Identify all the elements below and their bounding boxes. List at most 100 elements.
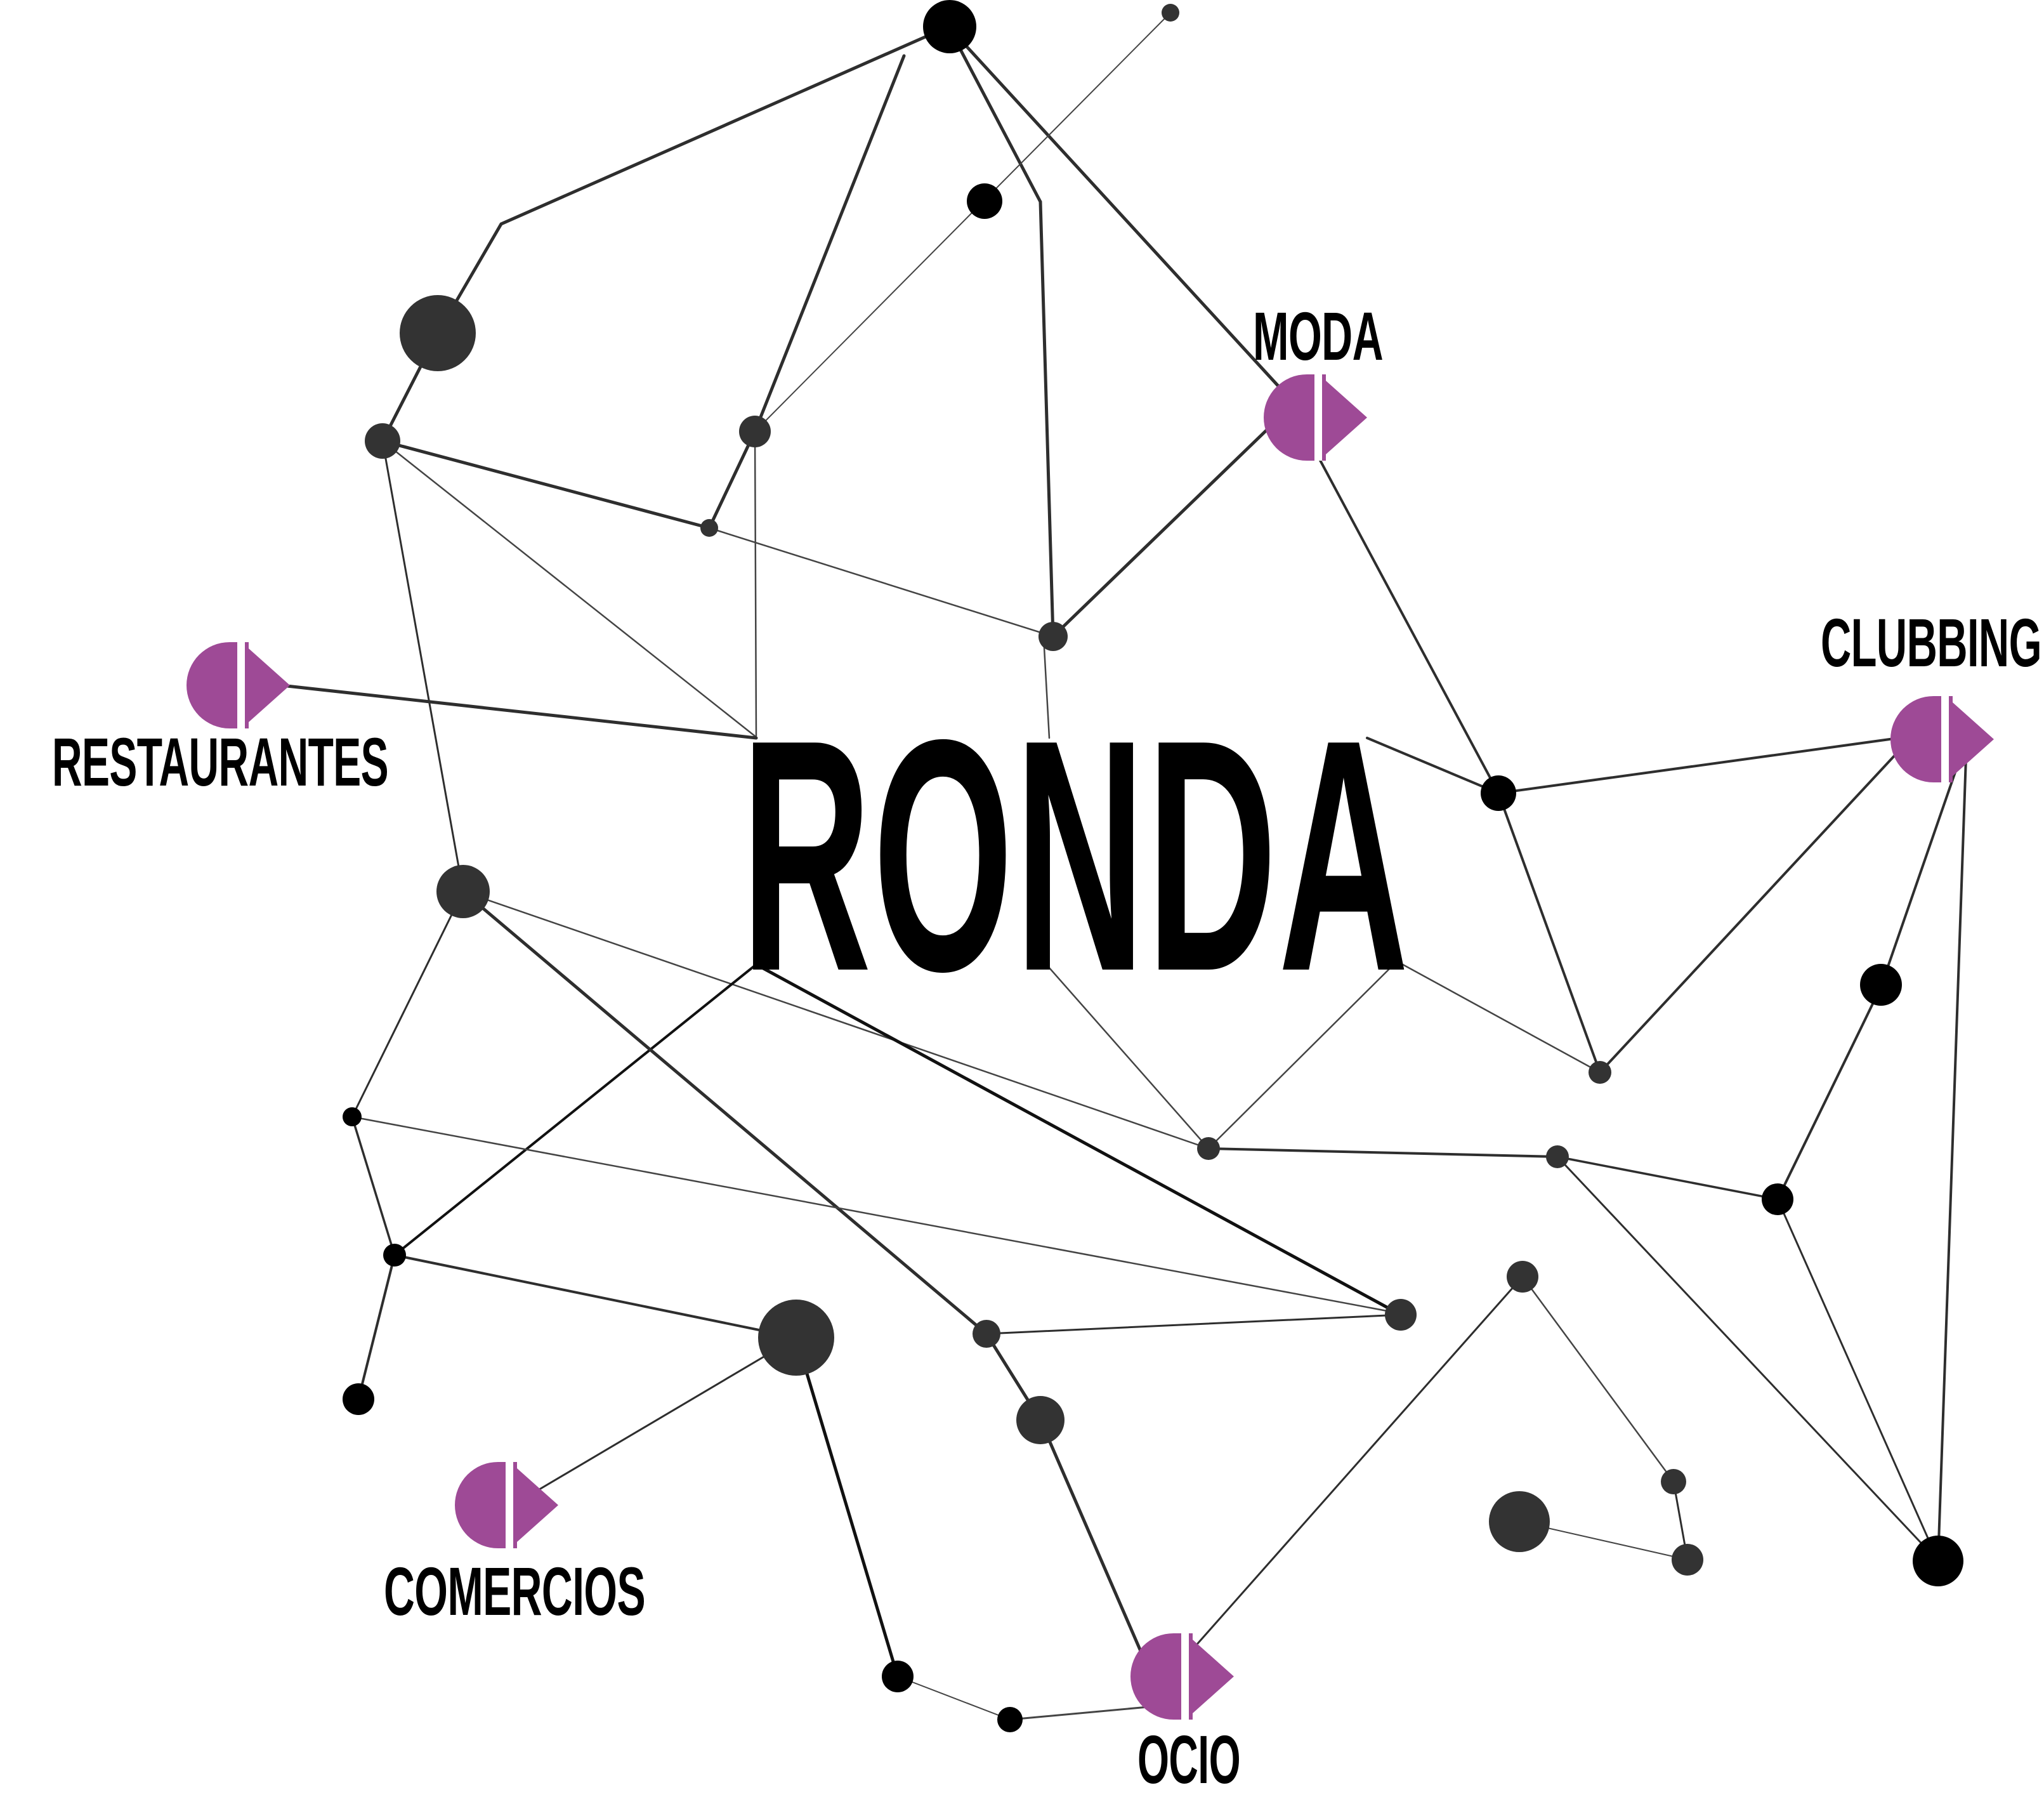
edge [1396,960,1601,1074]
circle-node-icon [400,295,476,371]
title-ronda: RONDA [741,671,1410,1040]
marker-gap [1181,1633,1189,1720]
play-triangle-icon [1326,381,1367,454]
edge [1776,1198,1939,1562]
edge [794,1336,900,1678]
edge [947,25,1042,204]
edge [1497,792,1601,1074]
play-triangle-icon [1953,702,1994,776]
circle-node-icon [1860,964,1902,1006]
label-ocio: OCIO [1137,1721,1240,1798]
edge [1366,735,1914,795]
circle-node-icon [1016,1396,1065,1444]
marker-bar [1322,374,1326,461]
marker-bar [513,1462,517,1548]
circle-node-icon [973,1320,1000,1348]
edge [1776,985,1882,1201]
edge [1599,735,1914,1074]
circle-node-icon [1661,1469,1686,1494]
circle-node-icon [1038,622,1068,651]
circle-node-icon [923,0,976,53]
label-comercios: COMERCIOS [384,1553,645,1630]
marker-bar [1949,696,1953,782]
edge [393,1254,797,1339]
edge [1196,1275,1524,1645]
edge [351,1116,396,1256]
circle-node-icon [1672,1544,1703,1576]
comercios-marker-icon [455,1462,558,1548]
half-circle-shape [1890,696,1941,782]
label-clubbing: CLUBBING [1821,604,2041,681]
circle-node-icon [1507,1261,1538,1293]
edge [357,1254,396,1400]
edge [381,25,950,443]
marker-gap [506,1462,513,1548]
edge [351,1116,1402,1315]
play-triangle-icon [517,1468,558,1542]
edge [1207,960,1398,1150]
edge [393,963,757,1256]
network-nodes [343,0,1963,1732]
circle-node-icon [967,183,1002,219]
circle-node-icon [1481,775,1516,811]
edge [239,679,758,740]
circle-node-icon [758,1300,834,1376]
edge [1051,417,1280,638]
edge [754,12,1171,432]
label-moda: MODA [1253,298,1383,374]
category-markers [187,374,1994,1720]
circle-node-icon [1546,1145,1569,1168]
half-circle-shape [455,1462,506,1548]
edge [1937,738,1968,1562]
edge [1042,635,1051,739]
half-circle-shape [1130,1633,1181,1720]
circle-node-icon [700,519,718,537]
edge [351,890,464,1118]
edge [381,440,464,893]
edge [1009,1706,1150,1721]
play-triangle-icon [249,649,290,722]
marker-gap [1941,696,1949,782]
edge [462,890,1210,1150]
marker-bar [245,642,249,728]
circle-node-icon [1385,1299,1417,1331]
half-circle-shape [187,642,237,728]
ocio-marker-icon [1130,1633,1234,1720]
circle-node-icon [1762,1183,1793,1215]
circle-node-icon [882,1661,914,1692]
edge [1038,1418,1149,1668]
marker-gap [1314,374,1322,461]
marker-bar [1189,1633,1193,1720]
circle-node-icon [365,423,400,459]
edge [1556,1155,1939,1562]
marker-gap [237,642,245,728]
edge [708,527,1054,638]
edge [1521,1275,1675,1483]
restaurantes-marker-icon [187,642,290,728]
play-triangle-icon [1193,1640,1234,1713]
circle-node-icon [343,1107,362,1126]
circle-node-icon [1162,4,1179,22]
edge [519,1336,797,1502]
edge [754,430,757,737]
edge [947,25,1285,393]
circle-node-icon [1913,1536,1963,1586]
circle-node-icon [739,416,771,447]
edge [1038,200,1055,638]
circle-node-icon [1589,1061,1611,1084]
circle-node-icon [997,1707,1023,1732]
clubbing-marker-icon [1890,696,1994,782]
edge [1207,1147,1559,1158]
edge [707,54,906,530]
circle-node-icon [436,865,490,918]
edge [897,1676,1011,1720]
circle-node-icon [1489,1491,1550,1552]
edge [985,1313,1402,1335]
circle-node-icon [343,1383,374,1415]
half-circle-shape [1264,374,1314,461]
label-restaurantes: RESTAURANTES [52,723,388,800]
network-edges [239,12,1968,1721]
edge [754,963,1403,1317]
edge [461,890,988,1336]
